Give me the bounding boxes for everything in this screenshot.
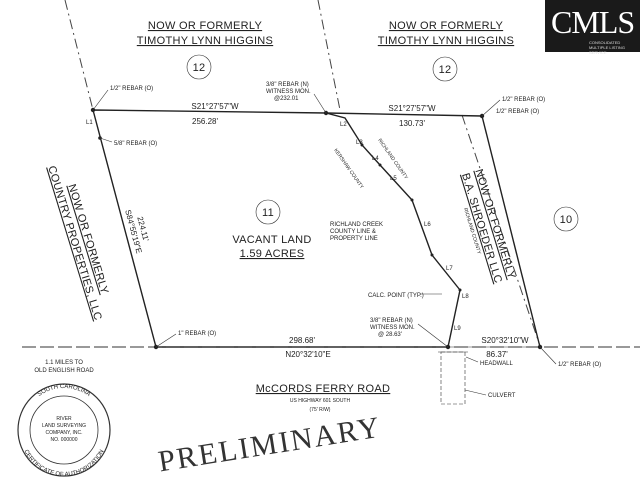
culvert xyxy=(440,351,466,405)
calc-point-2 xyxy=(378,163,382,167)
preliminary-stamp: PRELIMINARY xyxy=(156,411,384,479)
callout-rebar-se: 1/2" REBAR (O) xyxy=(558,362,601,368)
callout-rebar-ne-2: 1/2" REBAR (O) xyxy=(496,109,539,115)
seal-center-3: COMPANY, INC. xyxy=(45,430,82,436)
south-bearing-right: S20°32'10"W xyxy=(481,336,529,345)
richland-county-label: RICHLAND COUNTY xyxy=(376,138,409,181)
calc-point-3 xyxy=(410,198,414,202)
leader-rebar-se xyxy=(539,346,557,365)
kershaw-county-label: KERSHAW COUNTY xyxy=(332,148,365,191)
callout-rebar-w: 5/8" REBAR (O) xyxy=(114,141,157,147)
calc-point-4 xyxy=(430,253,434,257)
seal-center-4: NO. 000000 xyxy=(51,437,78,443)
callout-rebar-ne-1: 1/2" REBAR (O) xyxy=(502,97,545,103)
east-neighbor-line xyxy=(481,115,541,348)
subject-acreage: 1.59 ACRES xyxy=(240,248,305,260)
north-dist-right: 130.73' xyxy=(399,119,425,128)
cmls-logo: CMLS CONSOLIDATED MULTIPLE LISTING SERVI… xyxy=(545,0,640,55)
callout-rebar-n-mid: 3/8" REBAR (N) xyxy=(266,82,309,88)
segment-l6: L6 xyxy=(424,222,431,228)
road-sub-1: US HIGHWAY 601 SOUTH xyxy=(290,398,351,404)
segment-l9: L9 xyxy=(454,326,461,332)
county-line-label-1: RICHLAND CREEK xyxy=(330,222,383,228)
leader-rebar-s-mid xyxy=(417,323,449,348)
leader-rebar-nw xyxy=(92,89,109,111)
north-bearing-right: S21°27'57"W xyxy=(388,104,436,113)
lot-circle-subject xyxy=(255,199,281,225)
callout-witness-n-2: @232.01 xyxy=(274,96,299,102)
seal-center-2: LAND SURVEYING xyxy=(42,423,86,429)
lot-top-left: 12 xyxy=(193,62,206,74)
owner-right-group: NOW OR FORMERLY B.A. SHROEDER LLC RICHLA… xyxy=(459,168,517,285)
segment-l5: L5 xyxy=(390,176,397,182)
county-line-label-2: COUNTY LINE & xyxy=(330,229,376,235)
south-dist-right: 86.37' xyxy=(486,350,508,359)
leader-rebar-sw xyxy=(155,333,177,348)
lot-top-right: 12 xyxy=(439,64,452,76)
lot-right: 10 xyxy=(560,214,573,226)
south-bearing-left: N20°32'10"E xyxy=(285,350,330,359)
callout-headwall: HEADWALL xyxy=(480,361,513,367)
leader-headwall xyxy=(465,356,479,363)
seal-bottom-text: CERTIFICATE OF AUTHORIZATION xyxy=(22,449,105,478)
west-bearing-group: S84°55'19"E 224.11' xyxy=(123,209,151,255)
owner-top-right-line1: NOW OR FORMERLY xyxy=(389,20,504,32)
segment-l4: L4 xyxy=(372,156,379,162)
callout-rebar-sw: 1" REBAR (O) xyxy=(178,331,216,337)
callout-witness-s-2: @ 28.63' xyxy=(378,332,402,338)
seal-center-1: RIVER xyxy=(56,416,72,422)
north-bearing-left: S21°27'57"W xyxy=(191,102,239,111)
segment-l3: L3 xyxy=(356,140,363,146)
south-dist-left: 298.68' xyxy=(289,336,315,345)
distance-note-2: OLD ENGLISH ROAD xyxy=(34,368,94,374)
callout-culvert: CULVERT xyxy=(488,393,516,399)
east-extension-line xyxy=(317,0,341,111)
segment-l2: L2 xyxy=(340,122,347,128)
north-dist-left: 256.28' xyxy=(192,117,218,126)
callout-witness-n-1: WITNESS MON. xyxy=(266,89,311,95)
richland-county-label-group: RICHLAND COUNTY xyxy=(376,138,409,181)
logo-tagline: CONSOLIDATED MULTIPLE LISTING SERVICE xyxy=(589,40,625,55)
kershaw-county-label-group: KERSHAW COUNTY xyxy=(332,148,365,191)
segment-l7: L7 xyxy=(446,266,453,272)
owner-left-group: NOW OR FORMERLY COUNTRY PROPERTIES, LLC xyxy=(45,165,110,322)
callout-witness-s-1: WITNESS MON. xyxy=(370,325,415,331)
leader-rebar-ne xyxy=(481,99,501,117)
leader-rebar-n-mid xyxy=(313,93,327,114)
right-neighbor-line xyxy=(461,114,541,347)
subject-description: VACANT LAND xyxy=(232,234,311,246)
lot-circle-top-left xyxy=(186,54,212,80)
road-sub-2: (75' R/W) xyxy=(310,407,331,413)
west-extension-line xyxy=(64,0,94,111)
north-line-east xyxy=(325,112,483,117)
callout-rebar-s-mid: 3/8" REBAR (N) xyxy=(370,318,413,324)
calc-point-1 xyxy=(360,143,364,147)
distance-note-1: 1.1 MILES TO xyxy=(45,360,83,366)
owner-top-right-line2: TIMOTHY LYNN HIGGINS xyxy=(378,35,514,47)
calc-point-5 xyxy=(458,288,462,292)
road-name: McCORDS FERRY ROAD xyxy=(256,383,391,395)
segment-l8: L8 xyxy=(462,294,469,300)
segment-l1: L1 xyxy=(86,120,93,126)
callout-rebar-nw: 1/2" REBAR (O) xyxy=(110,86,153,92)
lot-subject: 11 xyxy=(262,207,274,219)
leader-rebar-w xyxy=(99,137,113,143)
lot-circle-right xyxy=(553,206,579,232)
county-line-label-3: PROPERTY LINE xyxy=(330,236,378,242)
lot-circle-top-right xyxy=(432,56,458,82)
owner-top-left-line1: NOW OR FORMERLY xyxy=(148,20,263,32)
leader-culvert xyxy=(464,389,487,396)
logo-brand: CMLS xyxy=(551,4,635,40)
callout-calc-point: CALC. POINT (TYP.) xyxy=(368,293,424,299)
surveyor-seal: SOUTH CAROLINA CERTIFICATE OF AUTHORIZAT… xyxy=(17,383,111,478)
owner-top-left-line2: TIMOTHY LYNN HIGGINS xyxy=(137,35,273,47)
